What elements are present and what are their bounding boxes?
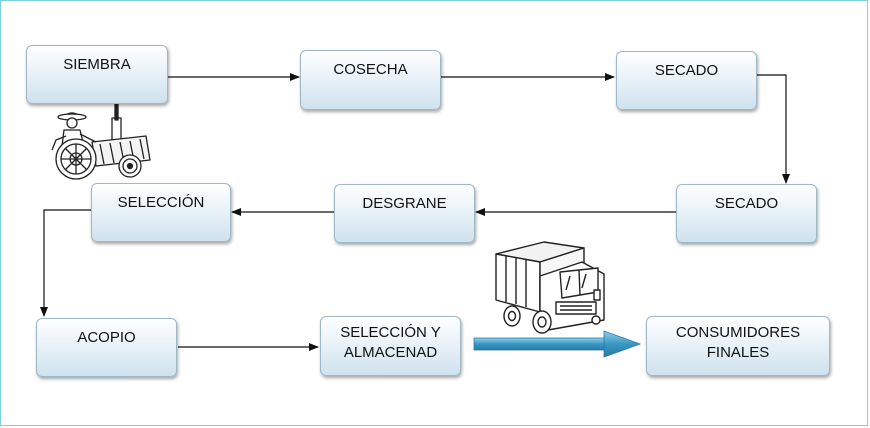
node-seleccion-almacenad: SELECCIÓN Y ALMACENAD <box>320 316 461 376</box>
node-cosecha: COSECHA <box>300 50 441 110</box>
node-cosecha-label: COSECHA <box>333 61 408 78</box>
node-secado-top: SECADO <box>616 51 757 110</box>
node-consumidores-finales: CONSUMIDORES FINALES <box>646 316 830 376</box>
arrow-seleccion-acopio <box>40 209 91 317</box>
arrow-secado-secado <box>757 74 790 184</box>
node-acopio-label: ACOPIO <box>77 329 136 346</box>
node-seleccion-almacenad-line1: SELECCIÓN Y <box>340 324 441 341</box>
node-siembra: SIEMBRA <box>26 45 168 104</box>
node-secado-top-label: SECADO <box>654 62 719 79</box>
node-desgrane-label: DESGRANE <box>362 195 447 212</box>
node-consumidores-line2: FINALES <box>706 344 770 361</box>
node-seleccion-label: SELECCIÓN <box>117 194 205 211</box>
node-acopio: ACOPIO <box>36 318 177 377</box>
tractor-icon <box>51 103 151 180</box>
node-seleccion-almacenad-line2: ALMACENAD <box>343 344 438 361</box>
thick-arrow-to-consumidores <box>473 330 642 358</box>
node-seleccion: SELECCIÓN <box>91 183 231 242</box>
node-secado-right-label: SECADO <box>714 195 779 212</box>
node-siembra-label: SIEMBRA <box>63 56 131 73</box>
node-consumidores-line1: CONSUMIDORES <box>675 324 801 341</box>
truck-icon <box>495 241 605 334</box>
node-desgrane: DESGRANE <box>334 184 475 243</box>
node-secado-right: SECADO <box>676 184 817 243</box>
